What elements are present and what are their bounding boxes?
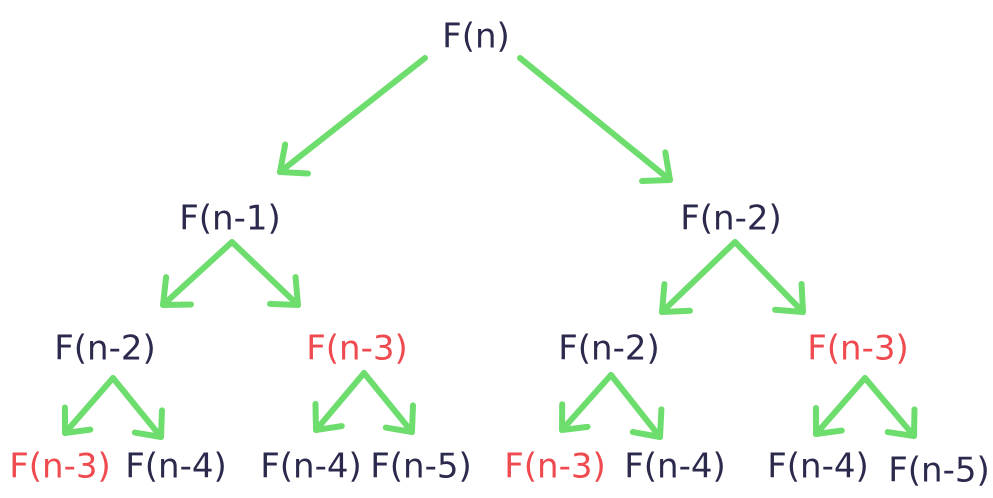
node-root: F(n)	[442, 17, 510, 57]
node-rrr: F(n-5)	[888, 451, 990, 491]
arrow-head	[131, 407, 165, 440]
arrow-head	[382, 402, 416, 435]
edge-arrow-l-lr	[229, 239, 301, 308]
arrow-head	[772, 281, 806, 315]
edge-arrow-ll-lll	[61, 375, 116, 436]
arrow-shaft	[659, 239, 738, 315]
arrow-shaft	[229, 239, 301, 308]
node-lll: F(n-3)	[9, 447, 111, 487]
edge-arrow-ll-llr	[110, 375, 165, 440]
node-rl: F(n-2)	[558, 329, 660, 369]
edge-arrow-rl-rlr	[608, 372, 665, 440]
arrow-head	[61, 404, 94, 436]
arrow-shaft	[313, 370, 367, 433]
arrow-shaft	[813, 375, 868, 437]
node-ll: F(n-2)	[54, 329, 156, 369]
node-lr: F(n-3)	[306, 329, 408, 369]
edge-arrow-root-l	[277, 55, 428, 177]
node-rrl: F(n-4)	[767, 447, 869, 487]
node-l: F(n-1)	[179, 199, 281, 239]
arrow-shaft	[160, 239, 235, 308]
edge-arrow-rr-rrl	[812, 375, 868, 437]
edge-arrow-r-rl	[659, 239, 738, 315]
arrow-head	[559, 401, 591, 433]
edge-arrow-l-ll	[160, 239, 235, 308]
arrow-shaft	[559, 372, 614, 433]
arrow-shaft	[110, 375, 164, 440]
node-rlr: F(n-4)	[624, 447, 726, 487]
node-r: F(n-2)	[680, 199, 782, 239]
edge-arrow-r-rr	[732, 239, 806, 315]
arrow-shaft	[608, 372, 663, 440]
edge-arrow-lr-lrl	[312, 370, 367, 433]
arrow-head	[160, 274, 194, 308]
arrow-shaft	[277, 55, 428, 175]
arrow-head	[884, 406, 918, 439]
nodes-group: F(n) F(n-1) F(n-2) F(n-2) F(n-3) F(n-2) F(n-3)…	[9, 17, 990, 491]
arrow-head	[267, 274, 301, 308]
node-rll: F(n-3)	[504, 447, 606, 487]
arrow-shaft	[732, 239, 806, 315]
node-llr: F(n-4)	[125, 447, 227, 487]
arrow-head	[659, 281, 693, 315]
node-lrr: F(n-5)	[370, 447, 472, 487]
node-lrl: F(n-4)	[260, 447, 362, 487]
edge-arrow-rl-rll	[559, 372, 614, 433]
edge-arrow-lr-lrr	[361, 370, 416, 435]
arrow-shaft	[517, 55, 673, 183]
arrow-head	[277, 141, 311, 177]
arrow-shaft	[361, 370, 415, 435]
edge-arrow-root-r	[517, 55, 673, 185]
arrow-head	[812, 404, 845, 437]
arrow-head	[639, 149, 673, 185]
arrow-shaft	[62, 375, 116, 436]
edge-arrow-rr-rrr	[862, 375, 918, 439]
edges-group	[61, 55, 918, 440]
arrow-head	[629, 406, 665, 440]
arrow-shaft	[862, 375, 917, 439]
arrow-head	[312, 400, 345, 433]
node-rr: F(n-3)	[807, 329, 909, 369]
